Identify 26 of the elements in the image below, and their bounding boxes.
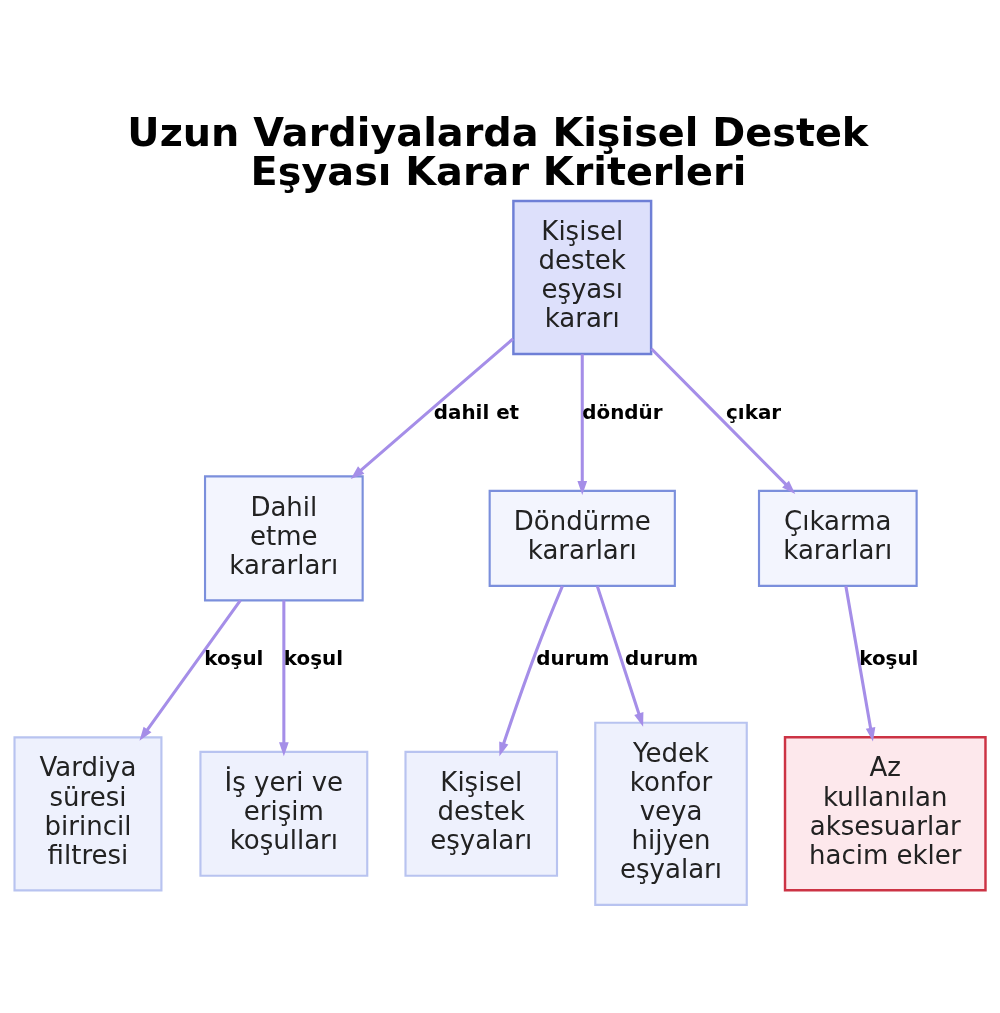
node-box: Yedek konfor veya hijyen eşyaları bbox=[594, 721, 748, 906]
arrow bbox=[650, 347, 796, 494]
edge-label: çıkar bbox=[726, 400, 782, 424]
edge-label: koşul bbox=[283, 646, 343, 670]
node-box: Kişisel destek eşyası kararı bbox=[512, 199, 653, 355]
edge-label: durum bbox=[536, 646, 610, 670]
node-box: Az kullanılan aksesuarlar hacim ekler bbox=[783, 735, 987, 892]
node-box: Döndürme kararları bbox=[488, 489, 676, 587]
edge-label: dahil et bbox=[433, 400, 520, 424]
edge-label: koşul bbox=[204, 646, 264, 670]
node-box: Çıkarma kararları bbox=[757, 489, 918, 587]
node-box: Vardiya süresi birincil filtresi bbox=[13, 735, 163, 891]
arrow bbox=[499, 584, 564, 756]
node-box: Kişisel destek eşyaları bbox=[404, 750, 559, 877]
arrow bbox=[279, 599, 289, 756]
node-box: Dahil etme kararları bbox=[203, 474, 364, 601]
arrow bbox=[139, 598, 242, 741]
arrow bbox=[577, 353, 588, 495]
node-box: İş yeri ve erişim koşulları bbox=[199, 750, 369, 877]
arrow bbox=[595, 585, 644, 727]
edge-label: durum bbox=[625, 646, 699, 670]
edge-label: koşul bbox=[859, 646, 919, 670]
arrow bbox=[350, 337, 515, 479]
arrow bbox=[844, 585, 876, 742]
diagram-title: Uzun Vardiyalarda Kişisel Destek Eşyası Karar Kriterleri bbox=[127, 108, 869, 194]
edge-label: döndür bbox=[582, 400, 663, 424]
